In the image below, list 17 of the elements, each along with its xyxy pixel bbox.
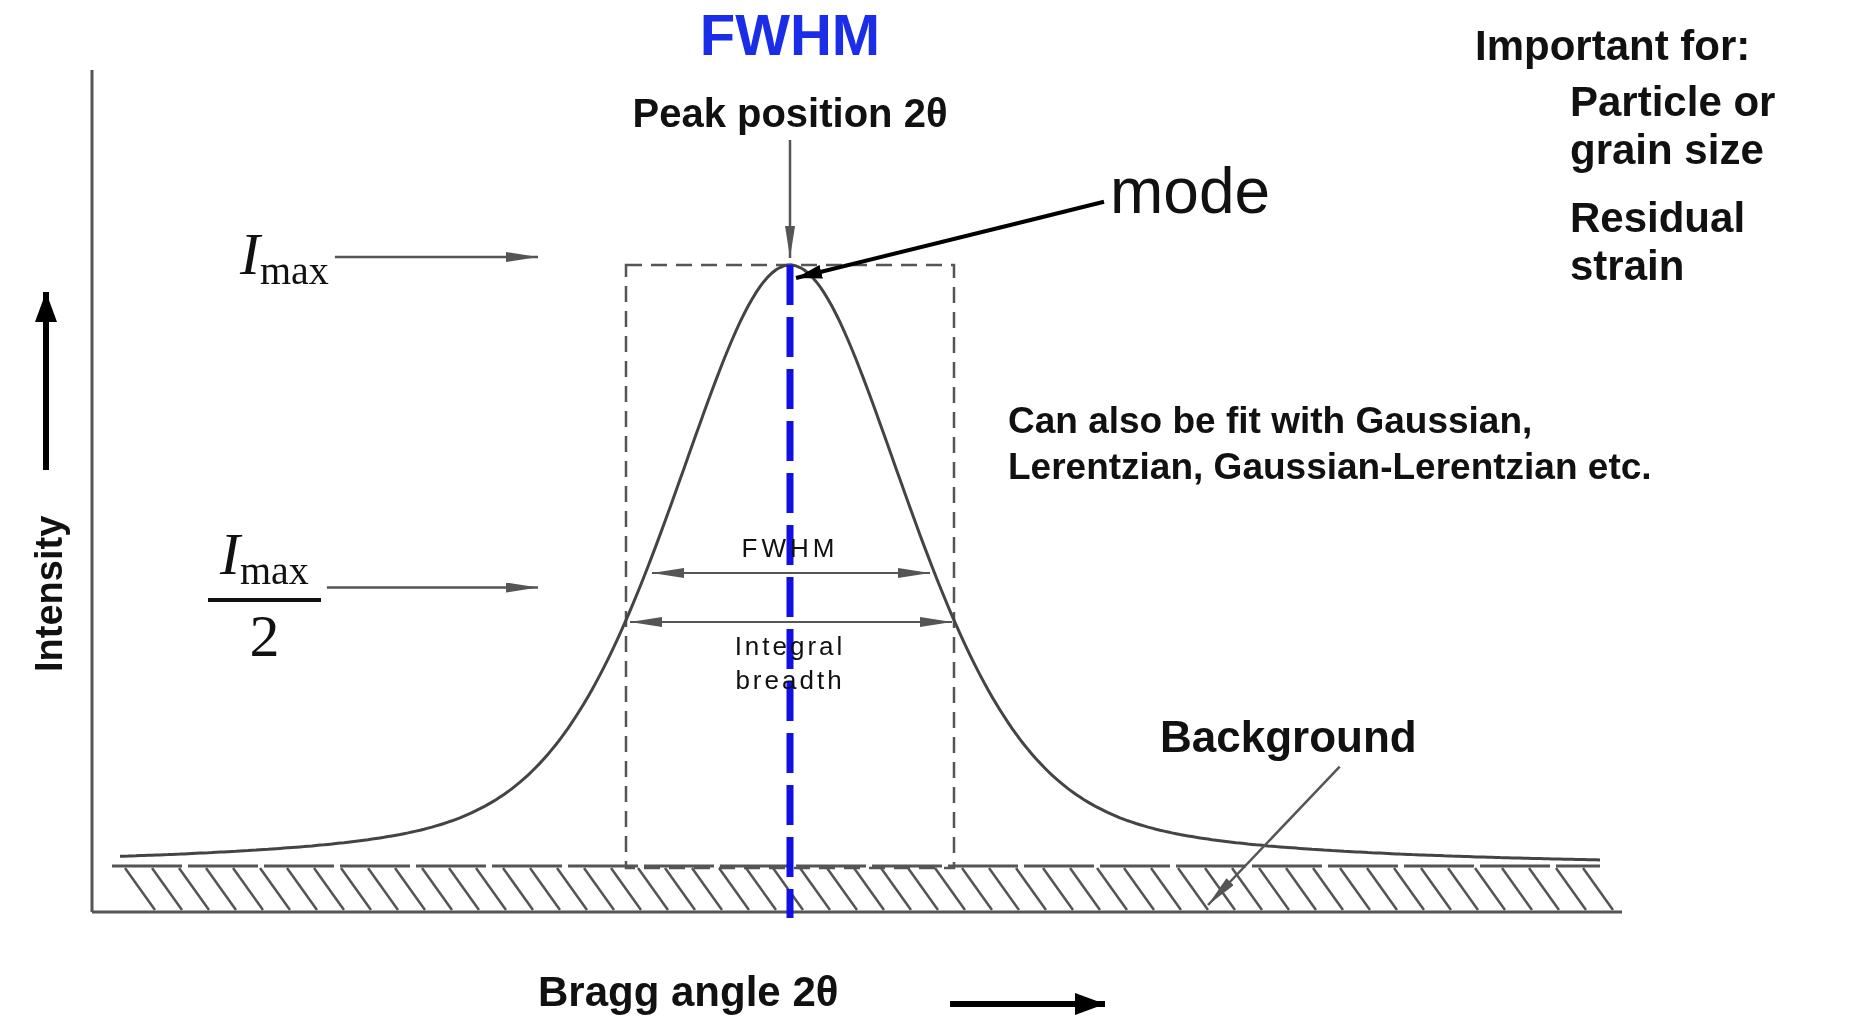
callout-label: mode: [1110, 155, 1271, 229]
title: FWHM: [698, 2, 882, 69]
arrow: [334, 252, 538, 262]
callout-label: Peak position 2θ: [565, 90, 1015, 136]
leader-line: [795, 199, 1105, 280]
callout-label: Background: [1160, 712, 1417, 763]
list-item: Residual strain: [1570, 194, 1747, 291]
math-label: I$_{max}$: [240, 220, 329, 294]
leader-line: [1207, 765, 1341, 906]
arrow: [326, 582, 538, 593]
list-item: Particle or grain size: [1570, 78, 1777, 175]
note-text: Can also be fit with Gaussian, Lerentzian, Gaussian-Lerentzian etc.: [1008, 399, 1653, 490]
leader-line: [785, 140, 795, 258]
axis-label: Bragg angle 2θ: [538, 970, 839, 1015]
math-fraction: I$_{max}$ 2: [208, 520, 321, 671]
note-heading: Important for:: [1475, 22, 1751, 71]
axis-label: Intensity: [28, 514, 72, 674]
